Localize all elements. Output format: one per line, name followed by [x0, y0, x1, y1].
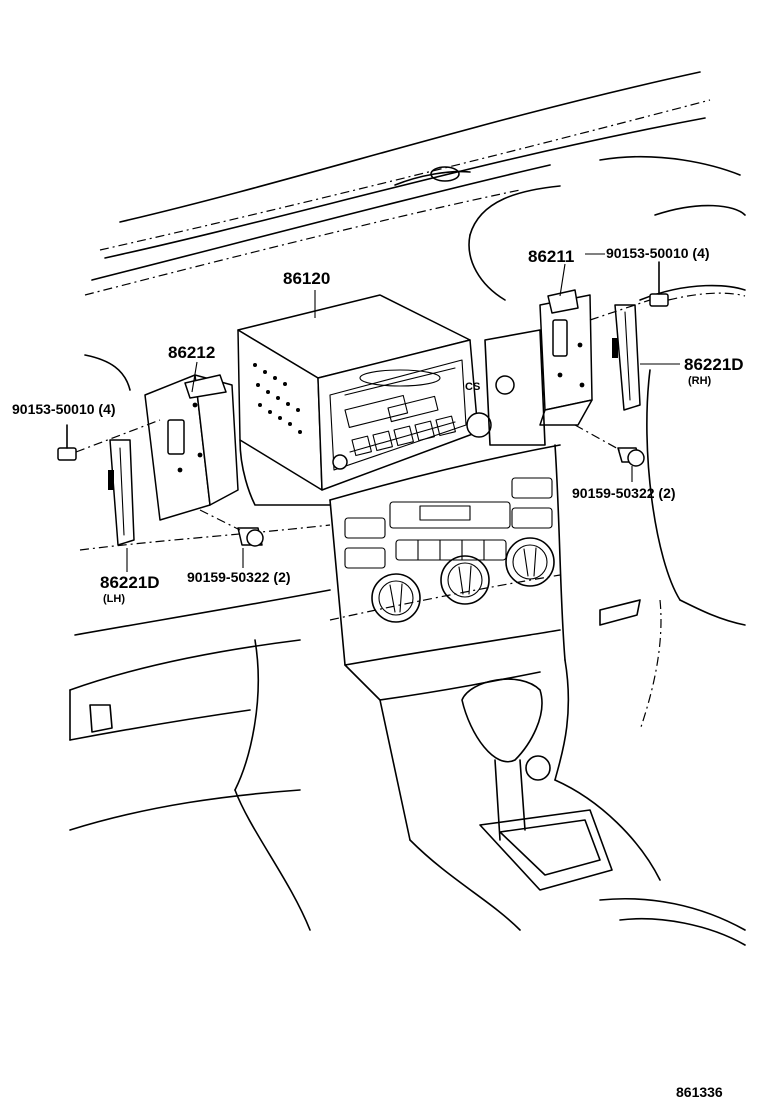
callout-bracket-rh: 86211: [528, 247, 574, 266]
trim-strip-rh: [612, 304, 641, 411]
callout-bolt-upper-rh: 90153-50010 (4): [606, 245, 710, 261]
callout-radio-receiver: 86120: [283, 269, 330, 288]
callout-trim-lh-side: (LH): [103, 593, 125, 605]
radio-receiver: CS: [237, 294, 492, 506]
leader-lines: [126, 253, 680, 572]
callout-screw-lh: 90159-50322 (2): [187, 569, 291, 585]
screw-rh: [574, 424, 645, 467]
bracket-rh: [484, 289, 593, 446]
callout-bolt-upper-lh: 90153-50010 (4): [12, 401, 116, 417]
diagram-id: 861336: [676, 1084, 723, 1100]
bolt-upper-lh: [57, 419, 161, 461]
bolt-upper-rh: [589, 261, 669, 321]
svg-text:CS: CS: [465, 381, 480, 393]
screw-lh: [199, 509, 264, 547]
callout-screw-rh: 90159-50322 (2): [572, 485, 676, 501]
callout-trim-rh-side: (RH): [688, 375, 712, 387]
callout-bracket-lh: 86212: [168, 343, 215, 362]
radio-side-vents: [253, 363, 302, 434]
callout-trim-lh: 86221D: [100, 573, 160, 592]
callout-trim-rh: 86221D: [684, 355, 744, 374]
trim-strip-lh: [108, 439, 135, 546]
bracket-lh: [144, 374, 239, 521]
